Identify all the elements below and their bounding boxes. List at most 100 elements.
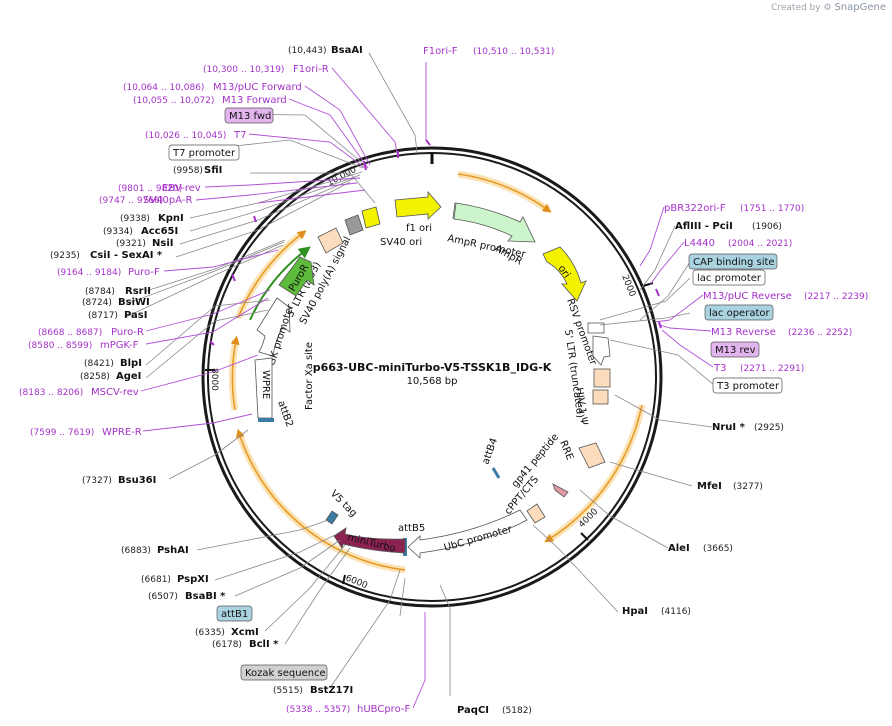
hiv-psi-feature[interactable] [593, 368, 611, 388]
primer-name-m13-fwd: M13 Forward [222, 95, 287, 106]
puror-feature[interactable] [278, 256, 315, 297]
primer-name-m13puc-rev: M13/pUC Reverse [703, 291, 792, 302]
primer-leader-lines [140, 62, 714, 709]
enzyme-name-rsrii: RsrII [125, 286, 151, 297]
orf-arc [457, 173, 552, 213]
primer-name-ebv-rev: EBV-rev [162, 183, 201, 194]
enzyme-name-pasi: PasI [124, 310, 147, 321]
enzyme-name-bsiwi: BsiWI [118, 297, 150, 308]
enzyme-name-afliii: AflIII - PciI [675, 221, 733, 232]
enzyme-pos-xcmi: (6335) [195, 628, 225, 638]
enzyme-pos-paqci: (5182) [502, 706, 532, 716]
enzyme-name-pshai: PshAI [157, 545, 189, 556]
primer-range-m13puc-fwd: (10,064 .. 10,086) [123, 83, 204, 93]
primer-name-puro-f: Puro-F [128, 267, 160, 278]
enzyme-name-kpni: KpnI [158, 213, 184, 224]
enzyme-pos-bsiwi: (8724) [82, 298, 112, 308]
primer-range-f1ori-f: (10,510 .. 10,531) [473, 47, 554, 57]
primer-name-pbr322ori-f: pBR322ori-F [664, 203, 726, 214]
primer-range-pbr322ori-f: (1751 .. 1770) [740, 204, 804, 214]
miniturbo-label: miniTurbo [346, 532, 396, 555]
cppt-feature[interactable] [526, 503, 546, 524]
orf-arc [236, 428, 406, 571]
enzyme-name-xcmi: XcmI [231, 627, 259, 638]
primer-name-t7: T7 [233, 130, 246, 141]
lac-promoter-box: lac promoter [697, 273, 762, 284]
orf-arc [544, 404, 643, 543]
hiv-psi-feature-2[interactable] [592, 389, 609, 405]
primer-name-mpgk-f: mPGK-F [100, 340, 139, 351]
factor-xa-site-feature[interactable] [258, 418, 274, 422]
enzyme-pos-bstz17i: (5515) [273, 686, 303, 696]
attb4-label: attB4 [480, 437, 500, 466]
enzyme-name-paqci: PaqCI [457, 705, 489, 716]
enzyme-pos-acc65i: (9334) [103, 227, 133, 237]
orf-arc [237, 230, 307, 319]
v5-tag-feature[interactable] [325, 510, 339, 525]
enzyme-pos-bsu36i: (7327) [82, 476, 112, 486]
primer-name-wpre-r: WPRE-R [102, 427, 142, 438]
enzyme-name-csii: CsiI - SexAI * [90, 250, 163, 261]
primer-name-f1ori-f: F1ori-F [423, 46, 458, 57]
primer-range-puro-r: (8668 .. 8687) [38, 328, 102, 338]
sv40-ori-feature[interactable] [361, 206, 381, 229]
enzyme-name-bsu36i: Bsu36I [118, 475, 156, 486]
enzyme-pos-pshai: (6883) [121, 546, 151, 556]
enzyme-name-mfei: MfeI [697, 481, 722, 492]
rsv-promoter-feature[interactable] [587, 322, 605, 334]
enzyme-pos-nrui: (2925) [754, 423, 784, 433]
enzyme-pos-bcli: (6178) [212, 640, 242, 650]
enzyme-pos-csii: (9235) [50, 251, 80, 261]
f1-ori-feature[interactable] [394, 190, 442, 220]
enzyme-name-acc65i: Acc65I [141, 226, 178, 237]
primer-range-f1ori-r: (10,300 .. 10,319) [203, 65, 284, 75]
primer-labels: F1ori-F (10,510 .. 10,531) (10,300 .. 10… [19, 46, 868, 715]
enzyme-pos-agei: (8258) [80, 372, 110, 382]
primer-name-puro-r: Puro-R [111, 327, 144, 338]
ampr-feature[interactable] [453, 202, 536, 243]
primer-range-ebv-rev: (9801 .. 9820) [118, 184, 182, 194]
primer-range-hubcpro-f: (5338 .. 5357) [286, 705, 350, 715]
enzyme-pos-kpni: (9338) [120, 214, 150, 224]
tick-4000 [580, 532, 589, 541]
primer-name-m13-rev: M13 Reverse [711, 327, 776, 338]
ltr5-feature[interactable] [592, 335, 611, 366]
primer-range-m13-fwd: (10,055 .. 10,072) [133, 96, 214, 106]
primer-range-t3: (2271 .. 2291) [740, 364, 804, 374]
lac-operator-box: lac operator [709, 308, 770, 319]
ubc-promoter-feature[interactable] [407, 509, 528, 559]
attb1-box: attB1 [221, 609, 248, 620]
attb5-label: attB5 [398, 523, 425, 534]
attb4-feature[interactable] [491, 467, 501, 479]
enzyme-name-hpai: HpaI [622, 606, 648, 617]
gp41-feature[interactable] [552, 483, 569, 498]
enzyme-name-blpi: BlpI [120, 358, 142, 369]
wpre-label: WPRE [260, 370, 271, 399]
enzyme-pos-afliii: (1906) [752, 222, 782, 232]
ori-feature[interactable] [542, 246, 587, 302]
ltr-du3-feature[interactable] [317, 227, 344, 254]
enzyme-pos-bsaai: (10,443) [288, 46, 327, 56]
enzyme-pos-sfii: (9958) [173, 166, 203, 176]
primer-range-wpre-r: (7599 .. 7619) [30, 428, 94, 438]
miniturbo-feature[interactable] [333, 527, 406, 554]
primer-range-puro-f: (9164 .. 9184) [57, 268, 121, 278]
enzyme-name-agei: AgeI [116, 371, 141, 382]
pgk-promoter-feature[interactable] [256, 297, 291, 357]
sv40-polya-feature[interactable] [344, 214, 364, 236]
tick-6000 [342, 574, 346, 585]
m13-rev-box: M13 rev [715, 345, 756, 356]
plasmid-name: p663-UBC-miniTurbo-V5-TSSK1B_IDG-K [313, 361, 552, 374]
t7-promoter-box: T7 promoter [172, 148, 236, 159]
snapgene-brand: SnapGene [834, 2, 886, 13]
primer-name-m13puc-fwd: M13/pUC Forward [213, 82, 302, 93]
enzyme-name-alei: AleI [668, 543, 690, 554]
rre-feature[interactable] [578, 442, 606, 469]
enzyme-pos-nsii: (9321) [116, 239, 146, 249]
backbone-outer [201, 146, 663, 608]
boxed-labels: M13 fwd T7 promoter CAP binding site lac… [168, 107, 783, 681]
primer-range-m13puc-rev: (2217 .. 2239) [804, 292, 868, 302]
enzyme-name-bstz17i: BstZ17I [310, 685, 353, 696]
f1-ori-label: f1 ori [406, 223, 432, 234]
